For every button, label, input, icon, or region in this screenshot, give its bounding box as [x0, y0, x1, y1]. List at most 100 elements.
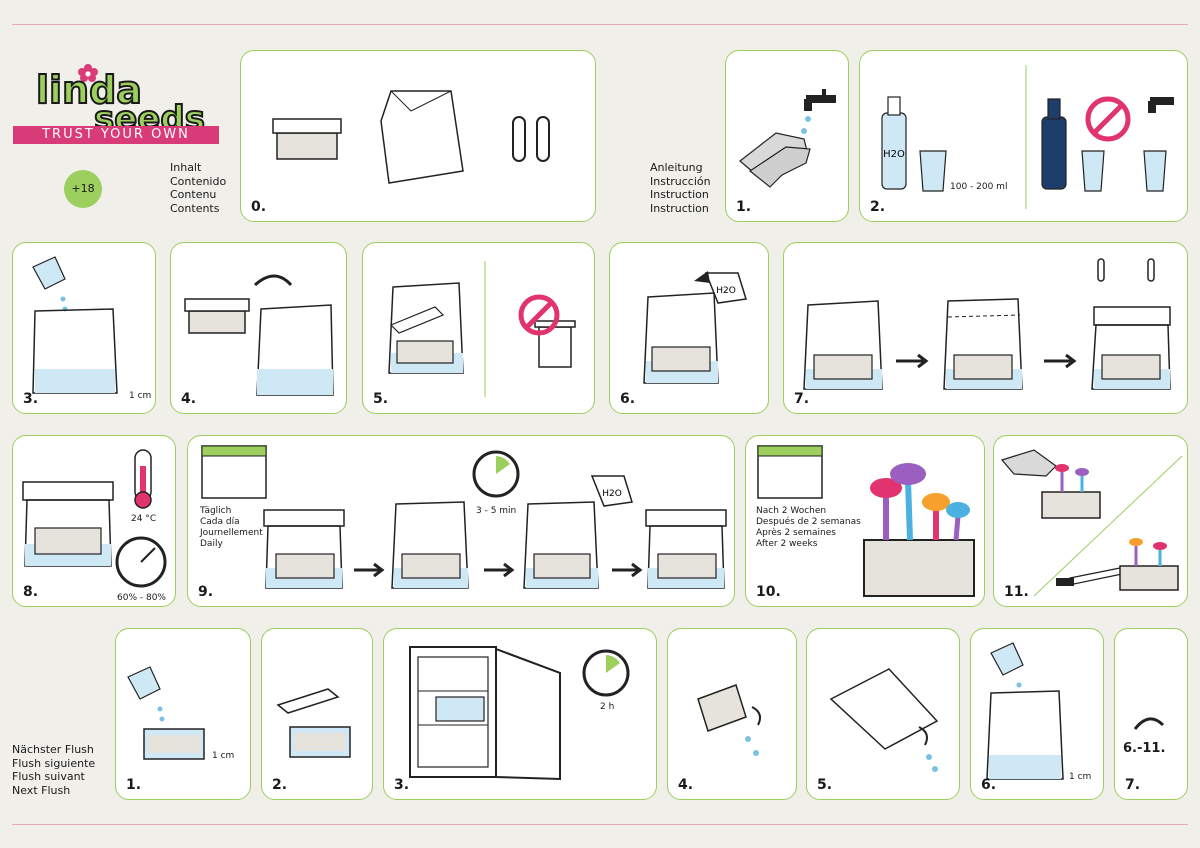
bag-with-water-icon	[32, 308, 118, 394]
step-number: 11.	[1004, 584, 1029, 600]
fridge-icon	[409, 646, 561, 781]
bottle-icon: H2O	[881, 96, 907, 190]
bag-with-box-icon	[523, 501, 599, 589]
substrate-box-icon	[143, 728, 205, 760]
water-level-label: 1 cm	[212, 751, 235, 761]
open-bag-icon	[391, 501, 469, 589]
hygrometer-icon	[115, 536, 167, 588]
knife-icon	[1056, 567, 1123, 586]
clipped-bag-icon	[1091, 258, 1171, 390]
panel-step-10: Nach 2 Wochen Después de 2 semanas Après…	[745, 435, 985, 607]
bag-with-box-icon	[643, 292, 719, 384]
trash-can-icon	[534, 320, 576, 368]
panel-flush-5: 5.	[806, 628, 960, 800]
curved-arrow-icon	[918, 726, 928, 746]
step-number: 0.	[251, 199, 267, 215]
instruction-labels: Anleitung Instrucción Instruction Instru…	[650, 161, 711, 215]
grow-bag-icon	[380, 90, 464, 184]
pour-glass-icon	[127, 666, 165, 722]
lid-icon	[276, 688, 340, 714]
step-number: 7.	[1125, 777, 1141, 793]
spray-bottle-icon: H2O	[590, 475, 633, 507]
arrow-right-icon	[1044, 353, 1077, 369]
pour-glass-icon	[32, 256, 68, 312]
step-number: 10.	[756, 584, 781, 600]
panel-flush-2: 2.	[261, 628, 373, 800]
calendar-icon	[757, 445, 823, 499]
arrow-right-icon	[484, 562, 515, 578]
tagline-banner: TRUST YOUR OWN	[13, 126, 219, 144]
water-amount-label: 100 - 200 ml	[950, 182, 1008, 192]
water-level-label: 1 cm	[1069, 772, 1092, 782]
clipped-bag-icon	[22, 481, 114, 567]
repeat-steps-label: 6.-11.	[1123, 741, 1166, 756]
step-number: 9.	[198, 584, 214, 600]
paperclips-icon	[512, 116, 550, 162]
substrate-box-icon	[272, 118, 342, 160]
step-number: 2.	[272, 777, 288, 793]
step-number: 8.	[23, 584, 39, 600]
logo-word-linda: linda	[36, 68, 142, 112]
mushroom-block-icon	[1119, 538, 1179, 591]
arrow-right-icon	[896, 353, 929, 369]
panel-flush-1: 1 cm 1.	[115, 628, 251, 800]
step-number: 5.	[373, 391, 389, 407]
bag-with-water-icon	[986, 690, 1064, 780]
glass-icon	[919, 150, 947, 192]
bag-with-box-icon	[803, 300, 883, 390]
wait-label: 3 - 5 min	[476, 506, 517, 516]
arrow-right-icon	[354, 562, 385, 578]
curved-arrow-icon	[1133, 717, 1165, 730]
step-number: 7.	[794, 391, 810, 407]
panel-flush-7: 6.-11. 7.	[1114, 628, 1188, 800]
water-drop-icon	[801, 116, 811, 134]
panel-step-11: 11.	[993, 435, 1188, 607]
bag-with-box-icon	[263, 509, 345, 589]
panel-step-3: 1 cm 3.	[12, 242, 156, 414]
panel-step-2: H2O 100 - 200 ml 2.	[859, 50, 1188, 222]
top-rule	[12, 24, 1188, 25]
hands-icon	[739, 132, 811, 188]
humidity-label: 60% - 80%	[117, 593, 166, 603]
forbidden-icon	[1085, 96, 1131, 142]
fridge-time-label: 2 h	[600, 702, 615, 712]
panel-step-0: 0.	[240, 50, 596, 222]
panel-step-6: H2O 6.	[609, 242, 769, 414]
hand-harvest-icon	[1000, 449, 1057, 477]
svg-text:H2O: H2O	[716, 286, 736, 296]
panel-flush-4: 4.	[667, 628, 797, 800]
mushroom-block-icon	[863, 463, 975, 597]
step-number: 6.	[981, 777, 997, 793]
panel-step-5: 5.	[362, 242, 595, 414]
calendar-icon	[201, 445, 267, 499]
clock-icon	[472, 450, 520, 498]
after-labels: Nach 2 Wochen Después de 2 semanas Après…	[756, 506, 861, 549]
panel-step-8: 24 °C 60% - 80% 8.	[12, 435, 176, 607]
bottom-rule	[12, 824, 1188, 825]
panel-step-7: 7.	[783, 242, 1188, 414]
substrate-box-icon	[184, 298, 250, 334]
clock-icon	[582, 649, 630, 697]
contents-labels: Inhalt Contenido Contenu Contents	[170, 161, 227, 215]
daily-labels: Täglich Cada día Journellement Daily	[200, 506, 263, 549]
mushroom-block-icon	[1041, 464, 1101, 519]
tilted-bag-icon	[829, 668, 939, 750]
faucet-icon	[804, 89, 836, 111]
panel-step-1: 1.	[725, 50, 849, 222]
folded-bag-icon	[943, 298, 1023, 390]
forbidden-icon	[518, 294, 560, 336]
tap-glass-icon	[1081, 97, 1174, 192]
pour-glass-icon	[990, 642, 1024, 688]
step-number: 4.	[678, 777, 694, 793]
tilted-box-icon	[697, 684, 747, 732]
step-number: 5.	[817, 777, 833, 793]
step-number: 3.	[394, 777, 410, 793]
step-number: 2.	[870, 199, 886, 215]
panel-flush-3: 2 h 3.	[383, 628, 657, 800]
curved-arrow-icon	[253, 274, 293, 287]
substrate-box-icon	[289, 726, 351, 758]
arrow-right-icon	[612, 562, 643, 578]
step-number: 6.	[620, 391, 636, 407]
clipped-bag-icon	[645, 509, 727, 589]
curved-arrow-icon	[751, 706, 761, 726]
